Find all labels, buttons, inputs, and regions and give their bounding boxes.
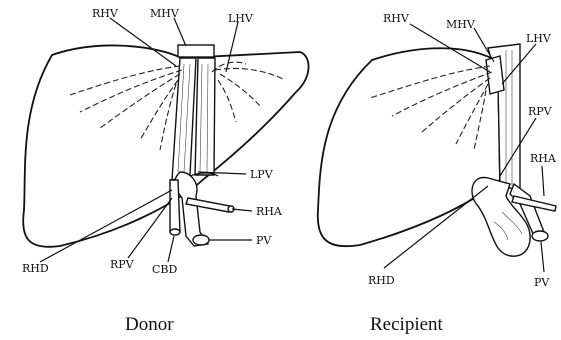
donor-label-lpv: LPV [250, 168, 274, 181]
recipient-label-rhv: RHV [383, 12, 410, 25]
recipient-label-lhv: LHV [526, 32, 552, 45]
recipient-figure: RHV MHV LHV RPV RHA RHD PV Recipient [318, 12, 557, 335]
donor-cbd [170, 180, 180, 232]
donor-caption: Donor [125, 314, 174, 335]
recipient-label-rha: RHA [530, 152, 557, 165]
recipient-hepatic-anastomosis [486, 56, 504, 94]
donor-label-lhv: LHV [228, 12, 254, 25]
recipient-label-mhv: MHV [446, 18, 476, 31]
recipient-pv-end [532, 231, 548, 241]
donor-cbd-end [170, 229, 180, 235]
donor-label-rha: RHA [256, 205, 283, 218]
donor-label-rhv: RHV [92, 7, 119, 20]
recipient-rha-leader [542, 166, 544, 196]
donor-label-rhd: RHD [22, 262, 49, 275]
recipient-label-rpv: RPV [528, 105, 553, 118]
donor-mhv-leader [174, 18, 186, 46]
recipient-label-rhd: RHD [368, 274, 395, 287]
recipient-label-pv: PV [534, 276, 550, 289]
donor-label-mhv: MHV [150, 7, 180, 20]
donor-label-pv: PV [256, 234, 272, 247]
donor-ivc-stump [178, 45, 214, 57]
donor-lhv-trunk [195, 58, 215, 175]
donor-cbd-leader [168, 236, 174, 262]
recipient-liver-outline [318, 48, 500, 246]
donor-label-rpv: RPV [110, 258, 135, 271]
donor-figure: RHV MHV LHV LPV RHA PV RHD RPV CBD Donor [22, 7, 309, 335]
recipient-caption: Recipient [370, 314, 444, 335]
recipient-pv-leader [541, 242, 544, 272]
donor-pv-end [193, 235, 209, 245]
donor-label-cbd: CBD [152, 263, 178, 276]
donor-rha-leader [232, 209, 252, 211]
